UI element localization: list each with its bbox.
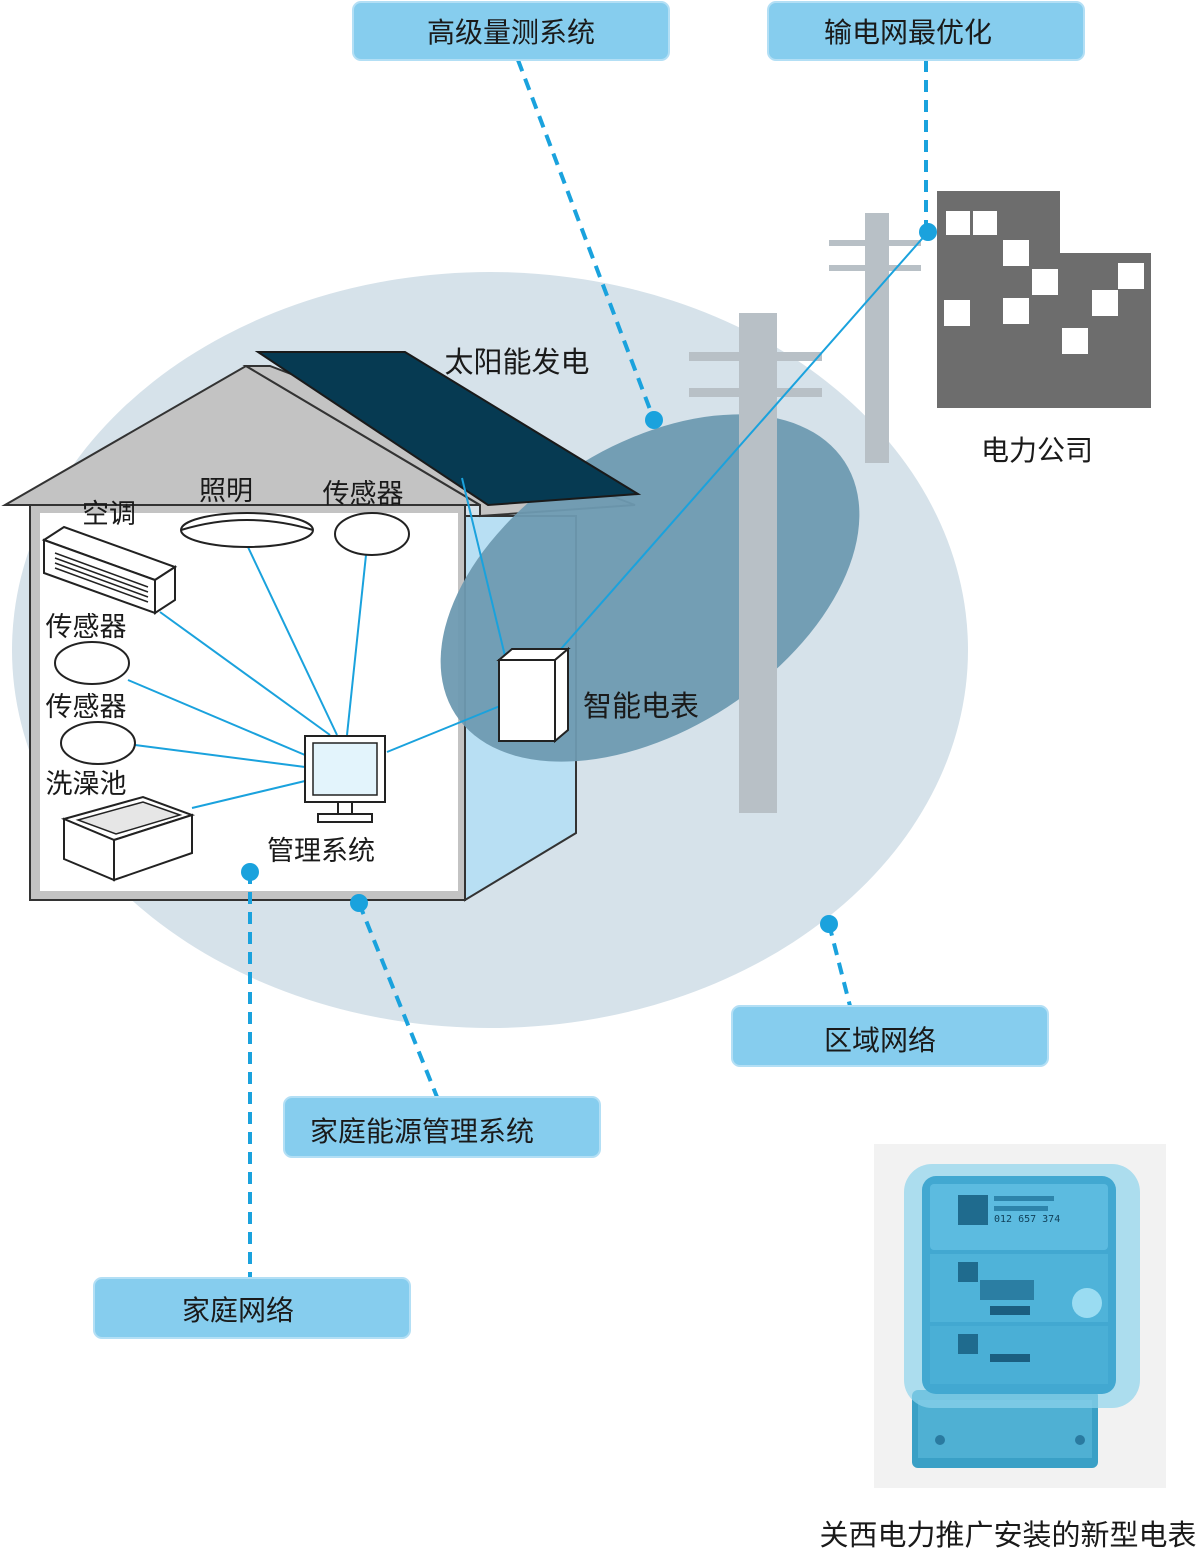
ceiling-light bbox=[180, 512, 314, 548]
sensor-top-label: 传感器 bbox=[323, 479, 404, 510]
regional-network-label: 区域网络 bbox=[824, 1024, 936, 1057]
electric-meter-photo: 012 657 374 bbox=[874, 1144, 1166, 1488]
hems-label: 家庭能源管理系统 bbox=[310, 1115, 534, 1148]
power-company-label: 电力公司 bbox=[981, 434, 1093, 467]
bathtub bbox=[60, 795, 196, 882]
management-label: 管理系统 bbox=[267, 836, 375, 867]
sensor-top bbox=[334, 512, 410, 556]
aircon-unit bbox=[41, 525, 178, 615]
regional-network-callout: 区域网络 bbox=[731, 1005, 1049, 1067]
grid-optimization-label: 输电网最优化 bbox=[824, 16, 992, 49]
aircon-label: 空调 bbox=[82, 499, 136, 530]
hems-callout: 家庭能源管理系统 bbox=[283, 1096, 601, 1158]
photo-caption: 关西电力推广安装的新型电表 bbox=[819, 1518, 1196, 1552]
solar-label: 太阳能发电 bbox=[444, 345, 589, 379]
smart-meter-label: 智能电表 bbox=[583, 689, 699, 723]
sensor-low-label: 传感器 bbox=[46, 692, 127, 723]
sensor-mid bbox=[54, 641, 130, 685]
home-network-callout: 家庭网络 bbox=[93, 1277, 411, 1339]
home-network-label: 家庭网络 bbox=[182, 1294, 294, 1327]
callout-connectors bbox=[248, 59, 928, 1278]
monitor-icon bbox=[304, 735, 386, 823]
lighting-label: 照明 bbox=[199, 476, 253, 507]
utility-pole-near bbox=[689, 313, 822, 813]
solar-panel bbox=[254, 351, 642, 507]
network-wires bbox=[127, 231, 929, 809]
connector-dots bbox=[241, 223, 937, 933]
ami-label: 高级量测系统 bbox=[427, 16, 595, 49]
utility-pole-far bbox=[829, 213, 921, 463]
smart-meter-box bbox=[496, 646, 571, 744]
grid-optimization-callout: 输电网最优化 bbox=[767, 1, 1085, 61]
power-company-building bbox=[937, 191, 1151, 408]
sensor-low bbox=[60, 721, 136, 765]
sink-label: 洗澡池 bbox=[46, 769, 127, 800]
sensor-mid-label: 传感器 bbox=[46, 612, 127, 643]
meter-readout-number: 012 657 374 bbox=[994, 1214, 1060, 1225]
ami-callout: 高级量测系统 bbox=[352, 1, 670, 61]
